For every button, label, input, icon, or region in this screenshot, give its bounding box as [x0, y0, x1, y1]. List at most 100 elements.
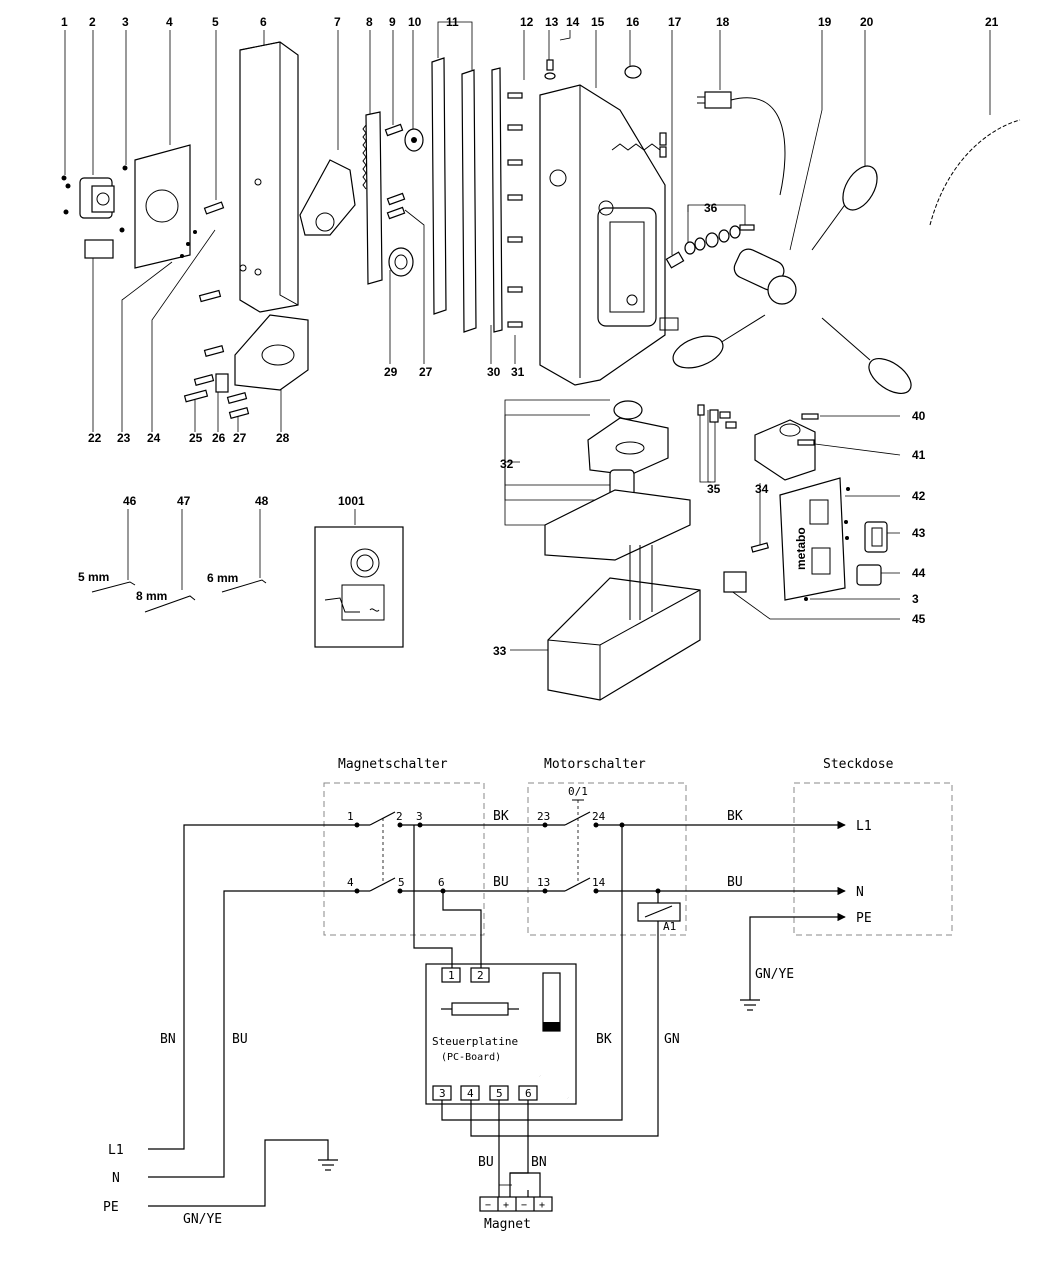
- callout-1001: 1001: [338, 494, 365, 508]
- control-pcb: 1 2 3 4 5 6 Steuerplatine (PC-Board): [425, 963, 577, 1105]
- callout-2: 2: [89, 15, 96, 29]
- input-pe: PE: [103, 1200, 119, 1215]
- contact-14: 14: [592, 876, 606, 889]
- relay-coil: [637, 902, 681, 922]
- contact-dots: [354, 822, 661, 894]
- wire-label-bu-1: BU: [493, 875, 509, 890]
- callout-3: 3: [122, 15, 129, 29]
- part-slide-assembly: [544, 400, 691, 561]
- contact-24: 24: [592, 810, 606, 823]
- part-bracket-screws: [183, 345, 250, 419]
- motor-switch-box: [527, 782, 687, 936]
- pcb-terminal-3: 3: [439, 1087, 446, 1100]
- part-label-plate: [84, 239, 114, 259]
- magnet-terminal-4: +: [539, 1200, 545, 1211]
- wire-label-bu-2: BU: [727, 875, 743, 890]
- switch-position-label: 0/1: [568, 785, 588, 798]
- pcb-terminal-2: 2: [477, 969, 484, 982]
- pcb-terminal-6: 6: [525, 1087, 532, 1100]
- mains-inputs: L1 N PE: [103, 1143, 124, 1215]
- callout-44: 44: [912, 566, 926, 580]
- contact-1: 1: [347, 810, 354, 823]
- wire-label-gnye-bottom: GN/YE: [183, 1212, 222, 1227]
- hex-keys: 5 mm 8 mm 6 mm: [78, 570, 267, 613]
- callout-46: 46: [123, 494, 137, 508]
- pcb-subtitle: (PC-Board): [441, 1052, 501, 1063]
- part-motor-holder: [754, 413, 819, 481]
- callout-12: 12: [520, 15, 534, 29]
- wire-label-bu-bottom: BU: [478, 1155, 494, 1170]
- magnet-terminal-2: +: [503, 1200, 509, 1211]
- callout-7: 7: [334, 15, 341, 29]
- magnet-switch-box: [323, 782, 485, 936]
- part-arm: [299, 159, 356, 236]
- part-small-screws: [180, 201, 225, 303]
- contact-labels: 1 2 3 4 5 6 23 24 13 14 0/1 A1: [347, 785, 676, 933]
- callout-16: 16: [626, 15, 640, 29]
- part-strip: [491, 67, 503, 333]
- exploded-parts-view: 1 2 3 4 5 6 7 8 9 10 11 12 13 14 15 16 1…: [61, 15, 1021, 701]
- part-main-housing: [539, 84, 679, 386]
- callout-42: 42: [912, 489, 926, 503]
- pcb-terminal-1: 1: [448, 969, 455, 982]
- callout-48: 48: [255, 494, 269, 508]
- wire-label-bu-left: BU: [232, 1032, 248, 1047]
- magnet-terminal-block: − + − + Magnet: [479, 1185, 553, 1232]
- part-safety-chain: [929, 119, 1021, 226]
- callout-41: 41: [912, 448, 926, 462]
- input-n: N: [112, 1171, 120, 1186]
- wire-label-bk-right: BK: [596, 1032, 612, 1047]
- magnet-switch-title: Magnetschalter: [338, 757, 448, 772]
- magnet-terminal-3: −: [521, 1200, 527, 1211]
- callout-24: 24: [147, 431, 161, 445]
- part-column: [239, 41, 299, 313]
- part-pin: [750, 542, 769, 553]
- callout-18: 18: [716, 15, 730, 29]
- leader-lines: [64, 21, 991, 651]
- magnet-label: Magnet: [484, 1217, 531, 1232]
- callout-36: 36: [704, 201, 718, 215]
- callout-21: 21: [985, 15, 999, 29]
- callout-9: 9: [389, 15, 396, 29]
- contact-23: 23: [537, 810, 550, 823]
- callout-6: 6: [260, 15, 267, 29]
- part-gibs: [431, 57, 477, 333]
- callout-4: 4: [166, 15, 173, 29]
- ground-symbol-mains: [318, 1159, 338, 1171]
- callout-30: 30: [487, 365, 501, 379]
- contact-3: 3: [416, 810, 423, 823]
- callout-45: 45: [912, 612, 926, 626]
- callout-40: 40: [912, 409, 926, 423]
- callout-10: 10: [408, 15, 422, 29]
- part-rack: [362, 111, 383, 285]
- wire-label-bk-1: BK: [493, 809, 509, 824]
- callout-3b: 3: [912, 592, 919, 606]
- callout-14: 14: [566, 15, 580, 29]
- metabo-logo: metabo: [794, 527, 808, 570]
- part-magnet-base: [547, 545, 701, 701]
- callout-29: 29: [384, 365, 398, 379]
- output-n: N: [856, 885, 864, 900]
- magnet-terminal-1: −: [485, 1200, 491, 1211]
- part-contact-springs: [697, 404, 737, 429]
- contact-5: 5: [398, 876, 405, 889]
- callout-43: 43: [912, 526, 926, 540]
- callout-47: 47: [177, 494, 191, 508]
- contact-6: 6: [438, 876, 445, 889]
- part-base-bracket: [215, 314, 309, 393]
- callout-19: 19: [818, 15, 832, 29]
- part-socket: [61, 175, 115, 219]
- callout-27b: 27: [419, 365, 433, 379]
- part-switch-plate: metabo: [779, 477, 850, 601]
- socket-title: Steckdose: [823, 757, 894, 772]
- motor-switch-title: Motorschalter: [544, 757, 646, 772]
- part-washers-screws: [384, 123, 424, 277]
- callout-28: 28: [276, 431, 290, 445]
- callout-23: 23: [117, 431, 131, 445]
- relay-a1-label: A1: [663, 920, 676, 933]
- contact-4: 4: [347, 876, 354, 889]
- callout-33: 33: [493, 644, 507, 658]
- wire-label-bn-bottom: BN: [531, 1155, 547, 1170]
- callout-34: 34: [755, 482, 769, 496]
- wire-label-gnye-socket: GN/YE: [755, 967, 794, 982]
